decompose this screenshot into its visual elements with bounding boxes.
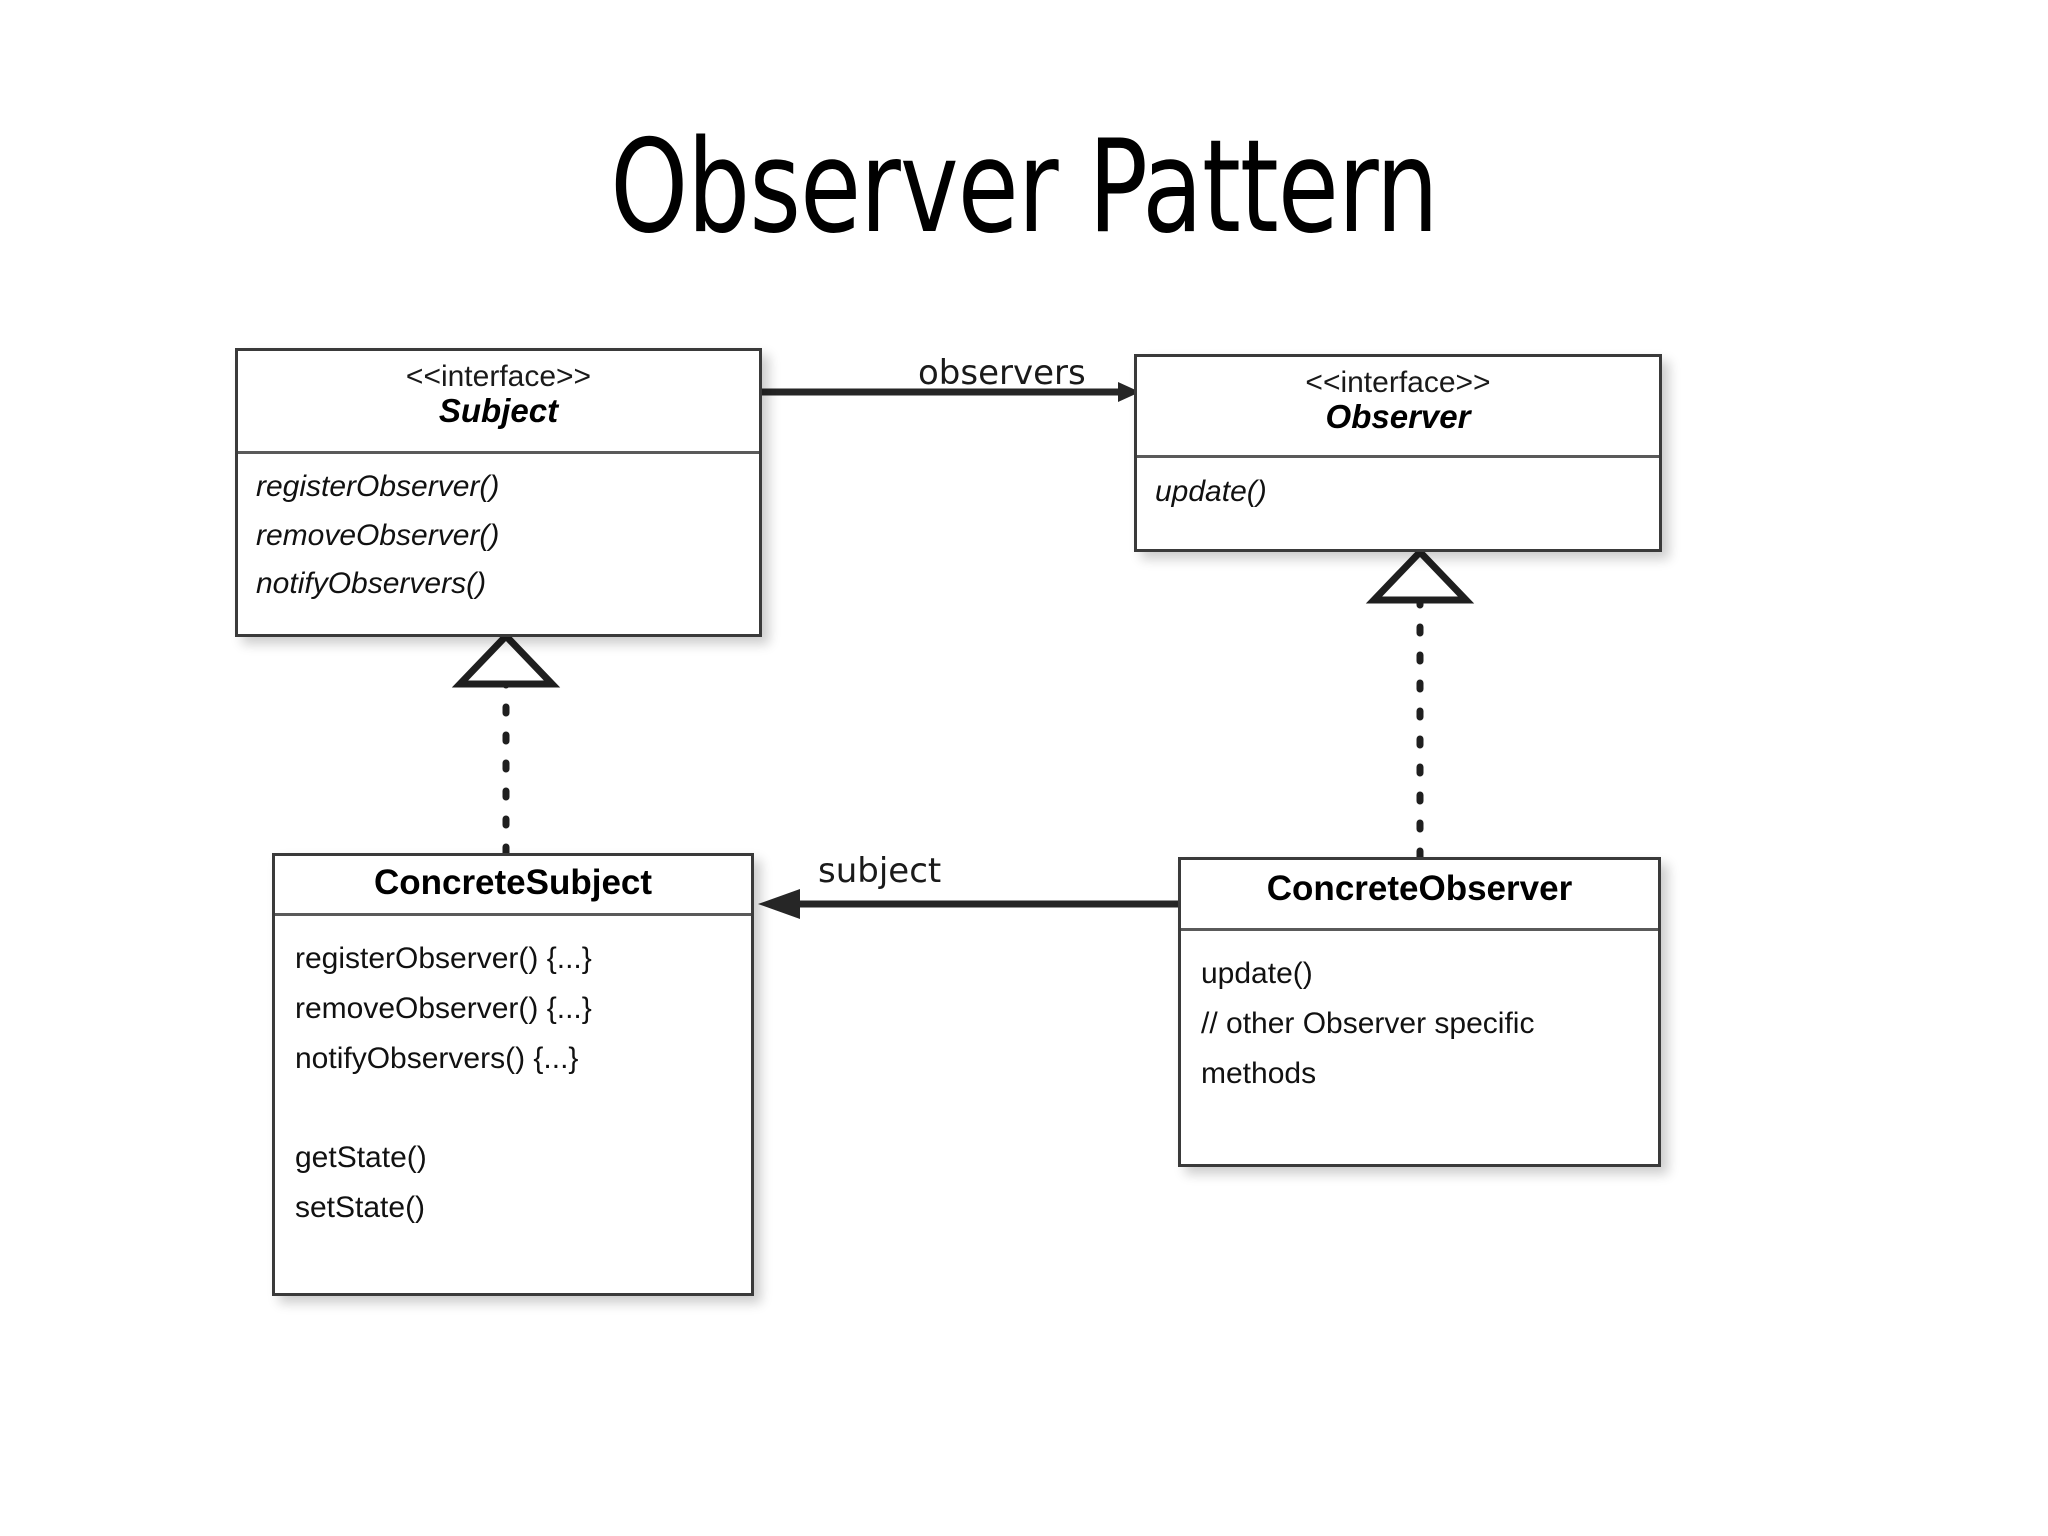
member-item: setState() (295, 1190, 426, 1224)
member-item: registerObserver() (256, 470, 500, 503)
member-item: registerObserver() {...} (295, 942, 592, 975)
stereotype-label: <<interface>> (405, 360, 592, 393)
edge-concrete-subject-realizes-subject (451, 630, 561, 857)
uml-class-concrete-subject[interactable]: ConcreteSubject registerObserver() {...}… (272, 853, 754, 1296)
member-item: update() (1201, 957, 1313, 990)
class-header-observer: <<interface>> Observer (1137, 357, 1659, 458)
class-name-concrete-observer: ConcreteObserver (1266, 869, 1573, 908)
class-name-concrete-subject: ConcreteSubject (373, 863, 653, 902)
class-members-concrete-subject: registerObserver() {...} removeObserver(… (275, 916, 751, 1299)
member-item: update() (1155, 475, 1267, 508)
stereotype-label: <<interface>> (1305, 366, 1491, 399)
edge-label-subject: subject (818, 851, 942, 891)
uml-class-subject[interactable]: <<interface>> Subject registerObserver()… (235, 348, 762, 637)
class-header-subject: <<interface>> Subject (238, 351, 759, 454)
member-item: removeObserver() (256, 518, 500, 552)
page-title: Observer Pattern (610, 113, 1438, 262)
edge-label-observers: observers (918, 353, 1086, 393)
class-members-concrete-observer: update() // other Observer specific meth… (1181, 931, 1658, 1170)
member-item: notifyObservers() (256, 567, 487, 601)
class-header-concrete-observer: ConcreteObserver (1181, 860, 1658, 931)
member-item: methods (1201, 1056, 1317, 1090)
class-name-observer: Observer (1325, 397, 1471, 435)
member-item: getState() (295, 1141, 427, 1175)
class-members-observer: update() (1137, 458, 1659, 552)
member-item: removeObserver() {...} (295, 991, 592, 1025)
class-header-concrete-subject: ConcreteSubject (275, 856, 751, 916)
edge-concrete-observer-to-concrete-subject (758, 889, 1178, 919)
class-members-subject: registerObserver() removeObserver() noti… (238, 454, 759, 637)
uml-class-observer[interactable]: <<interface>> Observer update() (1134, 354, 1662, 552)
member-item: notifyObservers() {...} (295, 1041, 579, 1075)
class-name-subject: Subject (438, 391, 559, 429)
edge-concrete-observer-realizes-observer (1365, 546, 1475, 861)
member-item: // other Observer specific (1201, 1006, 1535, 1040)
uml-class-concrete-observer[interactable]: ConcreteObserver update() // other Obser… (1178, 857, 1661, 1167)
